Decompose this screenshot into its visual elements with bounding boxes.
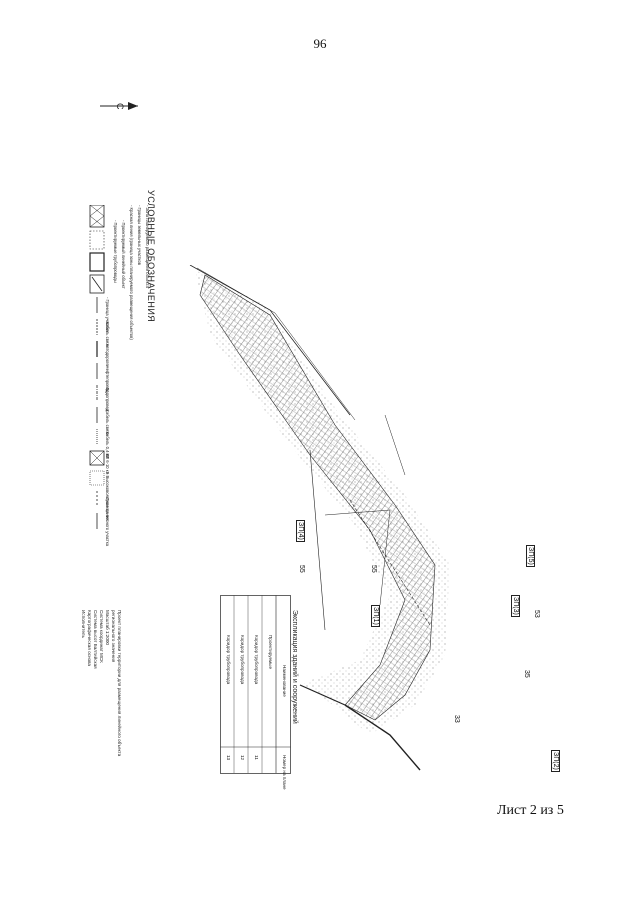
- table-title: Экспликация зданий и сооружений: [291, 610, 298, 724]
- table-cell: 13: [226, 755, 231, 761]
- zone-label: 55: [298, 565, 305, 573]
- zone-label: 53: [533, 610, 540, 618]
- table-header: Номер на плане: [282, 755, 287, 790]
- note-line: регионального значения: [111, 610, 116, 663]
- note-line: Система координат МСК: [99, 610, 104, 663]
- legend-item: - ВЛ 6-10 кВ: [105, 451, 110, 475]
- note-line: Картографическая основа: [87, 610, 92, 666]
- legend-item: - Границы земельных участков: [137, 205, 142, 265]
- table-cell: 11: [254, 755, 259, 760]
- table-header: Наименование: [282, 665, 287, 697]
- note-line: Масштаб 1:2000: [105, 610, 110, 645]
- north-arrow-icon: [100, 102, 138, 110]
- table-cell: Коридор трубопровода: [240, 635, 245, 685]
- zone-label: 55: [370, 565, 377, 573]
- legend-swatches: [89, 205, 105, 529]
- table-cell: 12: [240, 755, 245, 761]
- zone-label: ЗП(1): [371, 605, 380, 627]
- legend-item: - Красная линия (граница зоны планируемо…: [129, 205, 134, 340]
- sheet-label: Лист 2 из 5: [497, 803, 564, 818]
- zone-label: ЗП(4): [296, 520, 305, 542]
- note-line: Исполнитель: [81, 610, 86, 638]
- zone-label: ЗП(2): [551, 750, 560, 772]
- legend-item: - Граница лесного участка: [105, 495, 110, 547]
- table-cell: Коридор трубопровода: [226, 635, 231, 685]
- table-cell: Коридор трубопровода: [254, 635, 259, 685]
- explication-table: [220, 595, 291, 774]
- zone-label: ЗП(3): [511, 595, 520, 617]
- north-label: С: [115, 103, 125, 110]
- table-cell: Проектируемые: [268, 635, 273, 670]
- site-plan: [189, 265, 450, 771]
- drawing-sheet: С УСЛОВНЫЕ ОБОЗНАЧЕНИЯ - Зона планируемо…: [80, 75, 580, 795]
- zone-label: 33: [453, 715, 460, 723]
- zone-label: 35: [523, 670, 530, 678]
- legend-item: - Проектируемый линейный объект: [121, 220, 126, 289]
- note-line: Система высот Балтийская: [93, 610, 98, 669]
- page-number: 96: [313, 36, 327, 51]
- legend-item: - Проектируемые трубопроводы: [113, 220, 118, 283]
- zone-label: ЗП(5): [526, 545, 535, 567]
- north-arrow: [98, 99, 143, 118]
- note-line: Проект планировки территории для размеще…: [117, 610, 122, 757]
